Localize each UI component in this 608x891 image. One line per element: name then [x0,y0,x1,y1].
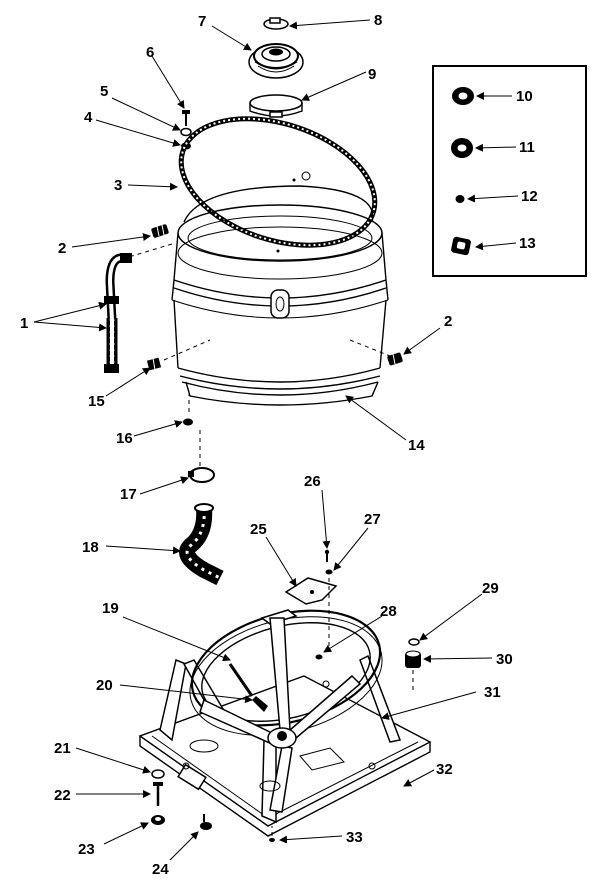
callout-6: 6 [146,44,154,61]
callout-19: 19 [102,600,119,617]
leader-lines [33,19,519,861]
part-26-screw [324,549,330,562]
base-frame [138,609,432,837]
callout-5: 5 [100,83,108,100]
part-6-screw [182,110,190,126]
part-28-nut [315,654,323,660]
part-12-plug [455,195,465,203]
part-3-gasket [178,116,378,248]
callout-18: 18 [82,539,99,556]
part-8-clamp [263,17,289,30]
part-9-ring [249,94,303,118]
callout-27: 27 [364,511,381,528]
part-21-washer [151,769,165,779]
part-27-washer [325,569,333,575]
callout-15: 15 [88,393,105,410]
part-17-clamp [188,467,215,483]
part-30-bumper [405,650,421,668]
part-14-outer-tub [171,171,389,406]
part-5-washer [180,127,192,137]
part-18-drain-hose [179,503,224,586]
part-7-agitator-cap [248,43,304,79]
part-15-grommet [146,357,162,371]
part-25-bracket [284,577,338,605]
callout-13: 13 [519,235,536,252]
callout-2-right: 2 [444,313,452,330]
part-16-nut [183,418,193,426]
inset-box [432,65,587,277]
callout-11: 11 [519,139,535,156]
callout-10: 10 [516,88,533,105]
guide-line-15 [163,339,211,361]
callout-16: 16 [116,430,133,447]
callout-8: 8 [374,12,382,29]
callout-12: 12 [521,188,538,205]
callout-14: 14 [408,437,425,454]
callout-26: 26 [304,473,321,490]
callout-23: 23 [78,841,95,858]
callout-33: 33 [346,829,363,846]
callout-30: 30 [496,651,513,668]
callout-labels: 1 1 2 2 3 4 5 6 7 8 9 10 11 12 13 14 15 … [20,12,538,878]
part-29-washer [408,638,420,646]
callout-2-left: 2 [58,240,66,257]
callout-17: 17 [120,486,137,503]
guide-line-hose-top [131,243,173,257]
part-2-grommet-right [387,352,403,366]
callout-24: 24 [152,861,169,878]
callout-28: 28 [380,603,397,620]
part-23-nut [151,815,165,825]
callout-1a: 1 [20,315,28,332]
part-13-plug [451,236,471,256]
callout-7: 7 [198,13,206,30]
callout-9: 9 [368,66,376,83]
callout-4: 4 [84,109,93,126]
callout-20: 20 [96,677,113,694]
callout-25: 25 [250,521,267,538]
part-1-hose [104,253,132,373]
callout-22: 22 [54,787,71,804]
callout-31: 31 [484,684,501,701]
part-11-grommet [451,138,473,158]
callout-29: 29 [482,580,499,597]
guide-line-2-right [349,339,391,357]
callout-21: 21 [54,740,71,757]
part-10-grommet [452,87,474,105]
part-33-foot [269,838,275,842]
part-2-grommet-left [151,224,169,238]
callout-32: 32 [436,761,453,778]
part-22-bolt [153,782,163,806]
callout-3: 3 [114,177,122,194]
part-24-clip [200,814,212,830]
